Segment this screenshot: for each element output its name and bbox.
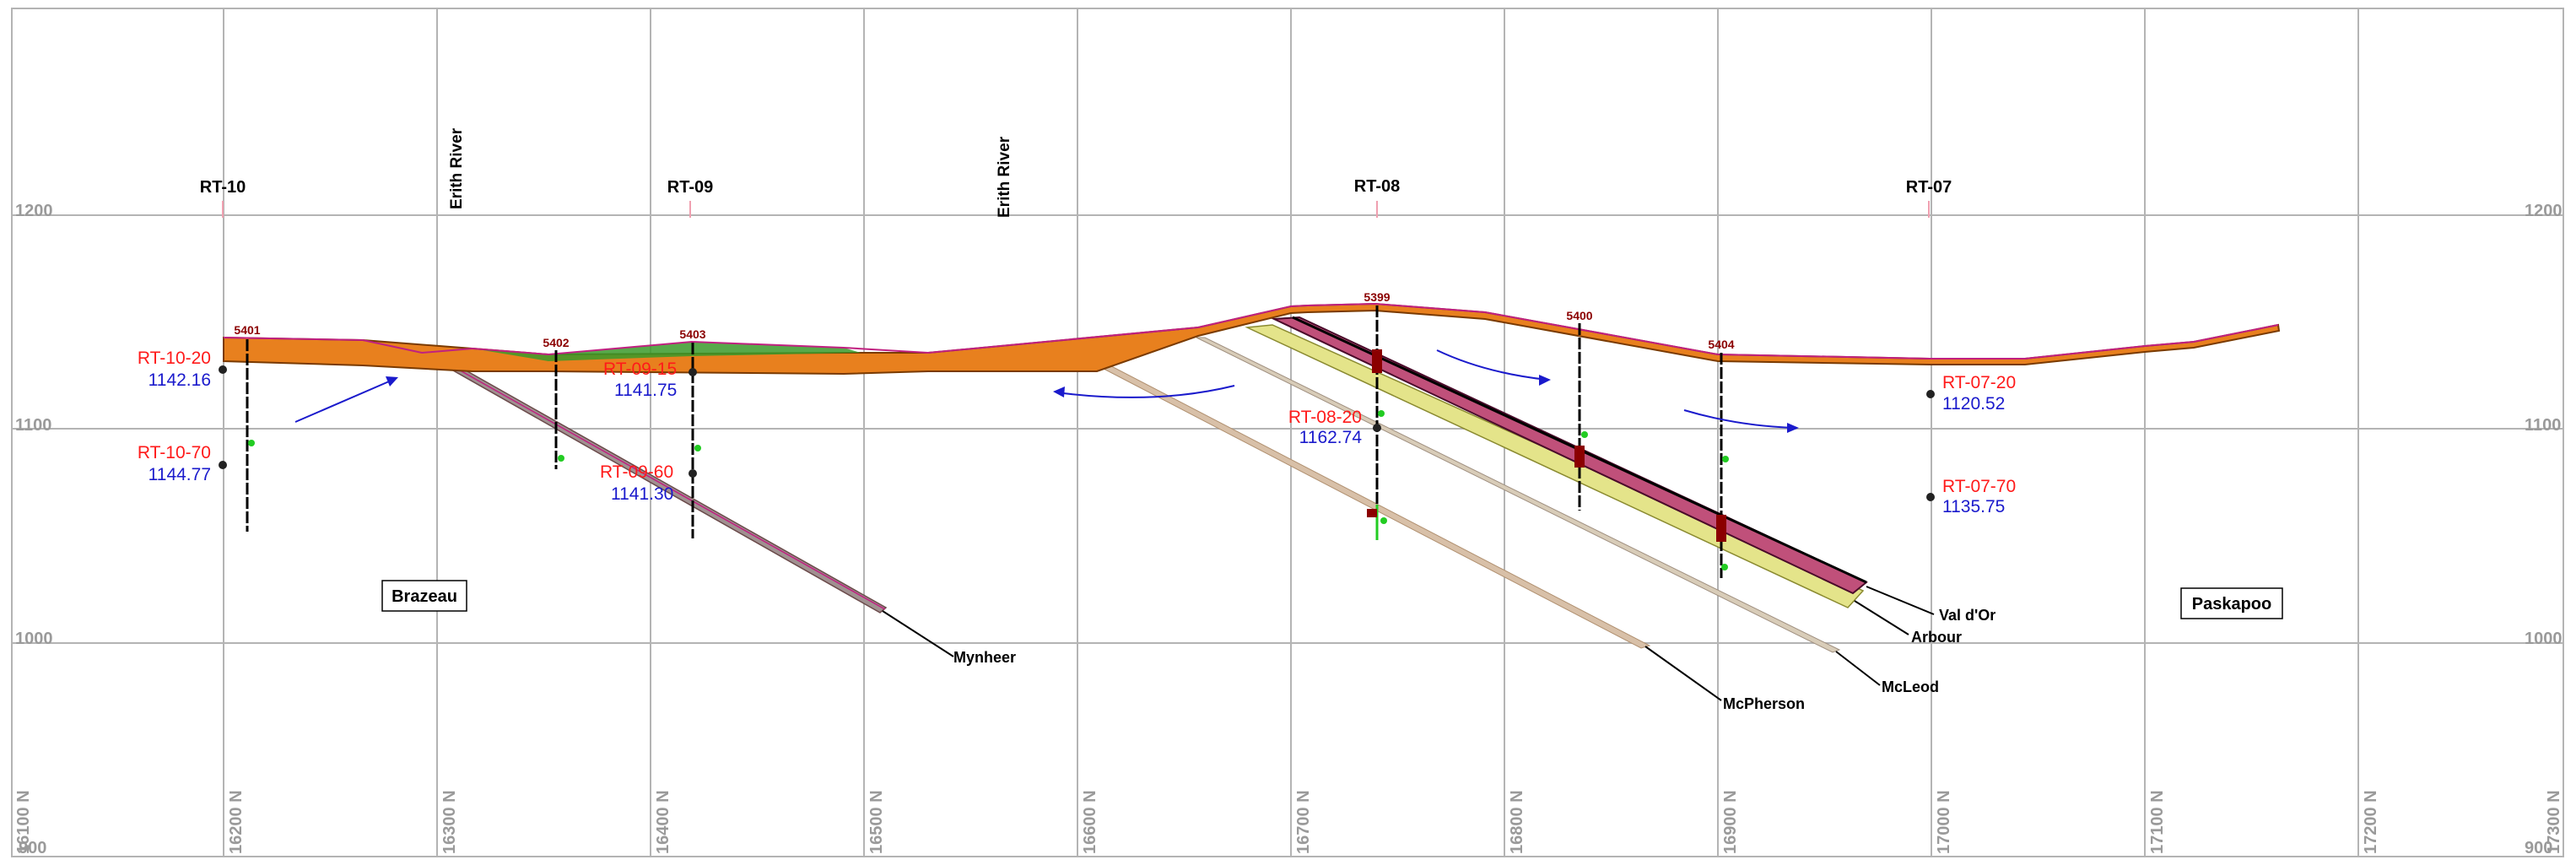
piezometer-name-rt-08-20: RT-08-20: [1288, 408, 1362, 427]
seam-label-mcleod: McLeod: [1882, 678, 1939, 695]
piezometer-value-rt-09-60: 1141.30: [611, 484, 673, 504]
piezometer-name-rt-10-70: RT-10-70: [138, 443, 211, 462]
river-label-erith-2: Erith River: [996, 136, 1013, 218]
drillholes: [246, 305, 1729, 578]
elevation-label-left-1200: 1200: [15, 202, 53, 220]
northing-label-16300: 16300 N: [440, 790, 459, 854]
elevation-label-right-1100: 1100: [2525, 416, 2561, 435]
piezometer-value-rt-07-20: 1120.52: [1942, 394, 2005, 414]
hole-id-5402: 5402: [543, 336, 569, 349]
northing-label-16700: 16700 N: [1294, 790, 1313, 854]
northing-label-16800: 16800 N: [1508, 790, 1526, 854]
plot-frame: [11, 8, 2564, 857]
elevation-label-left-1000: 1000: [15, 630, 53, 648]
formation-box-brazeau: [381, 580, 467, 612]
northing-label-16400: 16400 N: [654, 790, 672, 854]
seam-label-mynheer: Mynheer: [953, 649, 1016, 666]
grid-horizontal: [12, 214, 2563, 644]
till-lens: [473, 342, 861, 361]
seam-label-val-dor: Val d'Or: [1939, 607, 1995, 624]
northing-label-16100: 16100 N: [14, 790, 33, 854]
formation-label-paskapoo: Paskapoo: [2192, 595, 2271, 614]
northing-label-17200: 17200 N: [2362, 790, 2380, 854]
piezometer-name-rt-07-70: RT-07-70: [1942, 477, 2016, 496]
elevation-label-right-900: 900: [2525, 839, 2552, 857]
seam-mynheer-edge: [428, 352, 886, 610]
leader-mcpherson: [1644, 646, 1722, 701]
northing-label-16500: 16500 N: [867, 790, 886, 854]
formation-label-brazeau: Brazeau: [392, 587, 457, 606]
piezometer-name-rt-07-20: RT-07-20: [1942, 373, 2016, 392]
hole-id-5403: 5403: [679, 327, 705, 341]
elevation-label-left-1100: 1100: [15, 416, 51, 435]
northing-label-17300: 17300 N: [2545, 790, 2563, 854]
seam-label-mcpherson: McPherson: [1723, 695, 1805, 712]
northing-label-17000: 17000 N: [1935, 790, 1953, 854]
seam-mcleod: [1196, 337, 1841, 653]
formation-box-paskapoo: [2180, 587, 2283, 619]
seam-label-arbour: Arbour: [1911, 629, 1962, 646]
piezometer-value-rt-10-20: 1142.16: [149, 370, 211, 390]
northing-label-16200: 16200 N: [227, 790, 246, 854]
flow-arrows: [294, 349, 1796, 429]
elevation-label-left-900: 900: [19, 839, 46, 857]
northing-label-17100: 17100 N: [2148, 790, 2167, 854]
piezometer-value-rt-10-70: 1144.77: [149, 465, 211, 484]
hole-id-5399: 5399: [1364, 290, 1390, 304]
leader-arbour: [1854, 600, 1909, 635]
ground-surface-line: [223, 302, 2279, 360]
piezometer-name-rt-09-60: RT-09-60: [600, 462, 673, 482]
flow-arrowheads: [386, 375, 1799, 433]
river-label-erith-1: Erith River: [448, 127, 466, 209]
section-label-rt-08: RT-08: [1354, 177, 1400, 196]
piezometer-name-rt-09-15: RT-09-15: [603, 360, 677, 379]
piezometer-name-rt-10-20: RT-10-20: [138, 349, 211, 368]
leader-mcleod: [1835, 651, 1881, 686]
section-label-rt-10: RT-10: [200, 178, 246, 197]
northing-label-16600: 16600 N: [1081, 790, 1099, 854]
grid-vertical: [223, 8, 2359, 857]
piezometer-value-rt-08-20: 1162.74: [1299, 428, 1363, 447]
piezometer-value-rt-09-15: 1141.75: [614, 381, 677, 400]
leader-mynheer: [882, 610, 954, 657]
seam-arbour: [1245, 324, 1865, 608]
hole-id-5400: 5400: [1566, 309, 1592, 322]
hole-id-5404: 5404: [1708, 338, 1734, 351]
section-ticks: [222, 201, 1930, 218]
piezometer-points: [219, 365, 1935, 501]
northing-label-16900: 16900 N: [1721, 790, 1740, 854]
leader-val-dor: [1866, 586, 1935, 615]
hole-id-5401: 5401: [234, 323, 260, 337]
section-label-rt-09: RT-09: [667, 178, 713, 197]
elevation-label-right-1000: 1000: [2525, 630, 2562, 648]
section-label-rt-07: RT-07: [1906, 178, 1952, 197]
piezometer-value-rt-07-70: 1135.75: [1942, 497, 2005, 516]
elevation-label-right-1200: 1200: [2525, 202, 2562, 220]
